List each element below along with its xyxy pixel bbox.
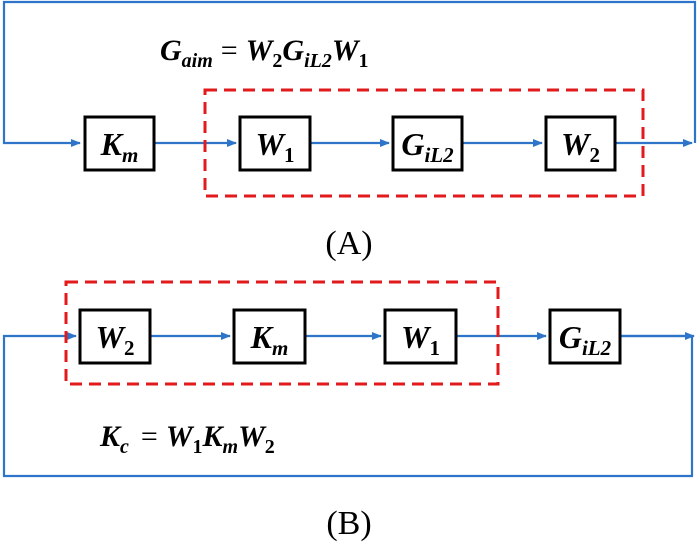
block-k-m-b-label: Km bbox=[250, 319, 289, 360]
equation-b: Kc=W1KmW2 bbox=[99, 420, 275, 458]
block-w2 bbox=[544, 115, 617, 172]
feedback-line-a bbox=[2, 0, 697, 147]
block-g-il2-label: GiL2 bbox=[401, 126, 454, 167]
block-w1-b bbox=[383, 308, 458, 365]
caption-b: (B) bbox=[326, 505, 371, 542]
block-w2-b bbox=[78, 308, 152, 365]
panel-a: Km W1 GiL2 W2 Gaim=W2GiL2W1 (A) bbox=[2, 0, 697, 262]
block-w1 bbox=[238, 115, 312, 172]
block-w1-b-label: W1 bbox=[401, 319, 440, 360]
highlight-box-b bbox=[64, 280, 500, 386]
block-w2-b-label: W2 bbox=[96, 319, 135, 360]
highlight-box-a bbox=[203, 88, 645, 198]
caption-a: (A) bbox=[325, 225, 372, 262]
block-w2-label: W2 bbox=[561, 126, 600, 167]
block-w1-label: W1 bbox=[256, 126, 295, 167]
block-k-m bbox=[83, 115, 156, 172]
block-g-il2-b-label: GiL2 bbox=[559, 319, 612, 360]
block-k-m-label: Km bbox=[100, 126, 139, 167]
equation-a: Gaim=W2GiL2W1 bbox=[160, 34, 369, 72]
block-g-il2 bbox=[391, 115, 464, 172]
block-k-m-b bbox=[232, 308, 307, 365]
panel-b: W2 Km W1 GiL2 Kc=W1KmW2 (B) bbox=[2, 280, 695, 542]
block-g-il2-b bbox=[548, 308, 622, 365]
